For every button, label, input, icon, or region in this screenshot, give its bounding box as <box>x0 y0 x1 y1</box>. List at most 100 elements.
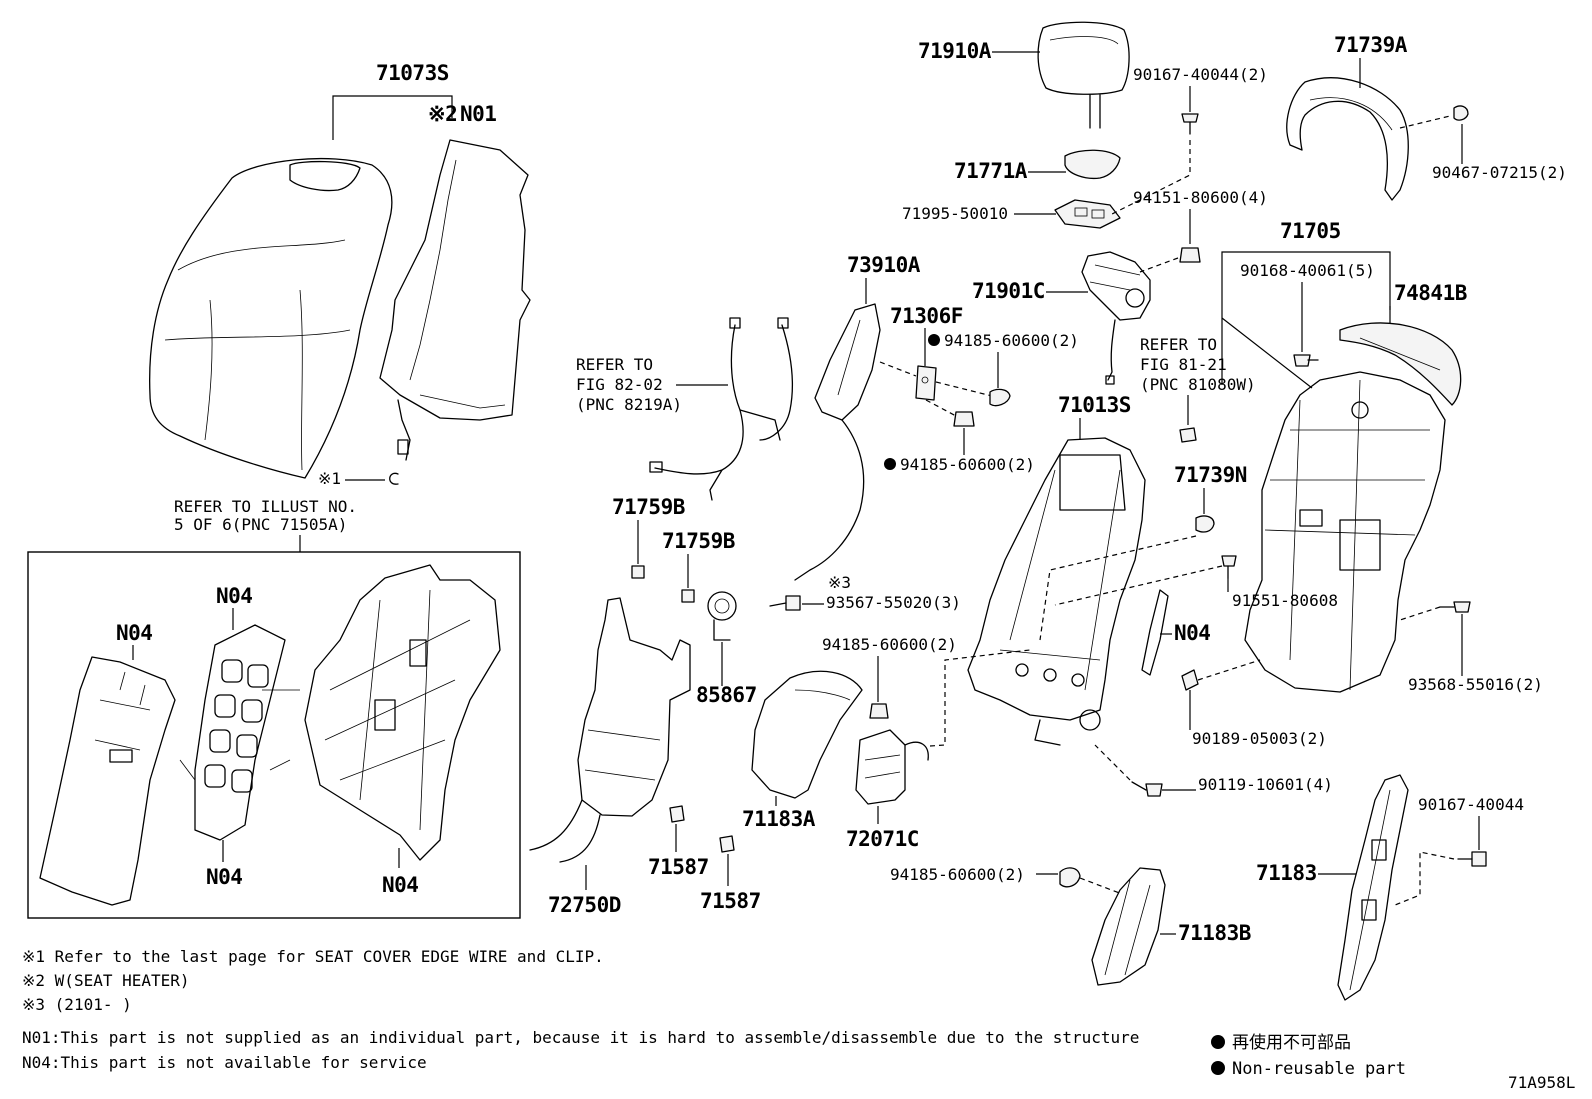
seat-back-board-71705[interactable] <box>1244 371 1446 693</box>
nut-94151[interactable] <box>1179 247 1201 263</box>
label-71910a: 71910A <box>918 39 992 63</box>
label-71183a: 71183A <box>742 807 816 831</box>
label-73910a: 73910A <box>847 253 921 277</box>
bolt-90167-b[interactable] <box>1457 851 1487 867</box>
screw-93567[interactable] <box>769 595 801 611</box>
label-85867: 85867 <box>696 683 757 707</box>
nonreusable-dot-b <box>884 458 896 470</box>
label-94185-d: 94185-60600(2) <box>890 865 1025 884</box>
label-mark3: ※3 <box>828 573 851 592</box>
label-74841b: 74841B <box>1394 281 1467 305</box>
bracket-71306f[interactable] <box>915 365 937 401</box>
label-93568: 93568-55016(2) <box>1408 675 1543 694</box>
pad-71759b-a[interactable] <box>631 565 645 579</box>
label-71705: 71705 <box>1280 219 1341 243</box>
clip-90189[interactable] <box>1181 669 1199 691</box>
pad-71587-a[interactable] <box>669 805 685 823</box>
wire-harness-8219a[interactable] <box>649 317 794 501</box>
nut-94185-c[interactable] <box>869 703 889 719</box>
refer-fig81-line2: FIG 81-21 <box>1140 355 1227 374</box>
legend-jp: 再使用不可部品 <box>1232 1032 1351 1053</box>
label-94185-b: 94185-60600(2) <box>900 455 1035 474</box>
inset-box <box>27 551 521 919</box>
note-n01: N01:This part is not supplied as an indi… <box>22 1028 1139 1047</box>
refer-fig81-line3: (PNC 81080W) <box>1140 375 1256 394</box>
leader-71073s <box>332 95 453 140</box>
label-n04-a: N04 <box>116 621 152 645</box>
refer-illust-line2: 5 OF 6(PNC 71505A) <box>174 515 347 534</box>
airbag-module-72071c[interactable] <box>855 729 929 805</box>
bolt-93568[interactable] <box>1439 601 1471 613</box>
label-90167-b: 90167-40044 <box>1418 795 1524 814</box>
seat-back-cover-71073s[interactable] <box>149 157 393 479</box>
bolt-90167-a[interactable] <box>1181 113 1199 135</box>
pad-71759b-b[interactable] <box>681 589 695 603</box>
nonreusable-dot-a <box>928 334 940 346</box>
inset-back-board-n04[interactable] <box>304 564 501 861</box>
lumbar-support-72750d[interactable] <box>529 597 691 863</box>
side-garnish-71183[interactable] <box>1337 774 1409 1001</box>
label-94185-c: 94185-60600(2) <box>822 635 957 654</box>
bolt-91551[interactable] <box>1221 555 1237 579</box>
label-71073s: 71073S <box>376 61 449 85</box>
label-71901c: 71901C <box>972 279 1045 303</box>
screw-90168[interactable] <box>1293 354 1319 367</box>
label-90467: 90467-07215(2) <box>1432 163 1567 182</box>
label-94151: 94151-80600(4) <box>1133 188 1268 207</box>
label-71995: 71995-50010 <box>902 204 1008 223</box>
nut-94185-a[interactable] <box>989 388 1011 407</box>
seat-back-frame-71013s[interactable] <box>967 437 1146 746</box>
headrest-71910a[interactable] <box>1037 21 1130 129</box>
label-71739a: 71739A <box>1334 33 1408 57</box>
inset-spring-mat-n04[interactable] <box>179 624 300 841</box>
clip-71739n[interactable] <box>1195 515 1215 533</box>
side-airbag-cover-71183a[interactable] <box>751 670 863 799</box>
connector-81080w[interactable] <box>1179 427 1197 443</box>
note-2: ※2 W(SEAT HEATER) <box>22 971 190 990</box>
wire-n04[interactable] <box>1141 589 1169 676</box>
refer-fig82-line1: REFER TO <box>576 355 653 374</box>
label-71013s: 71013S <box>1058 393 1131 417</box>
label-n04-e: N04 <box>1174 621 1210 645</box>
label-n01-mark: ※2 <box>428 102 457 126</box>
label-71759b-b: 71759B <box>662 529 735 553</box>
clip-90467[interactable] <box>1453 105 1469 121</box>
nut-94185-b[interactable] <box>953 411 975 427</box>
seat-heater-pad-n01[interactable] <box>379 139 531 461</box>
label-n01: N01 <box>460 102 496 126</box>
refer-fig82-line3: (PNC 8219A) <box>576 395 682 414</box>
label-90189: 90189-05003(2) <box>1192 729 1327 748</box>
side-cover-73910a[interactable] <box>794 303 881 581</box>
headrest-support-71995[interactable] <box>1054 199 1121 229</box>
label-clip-mark: ※1 <box>318 469 341 488</box>
label-71739n: 71739N <box>1174 463 1247 487</box>
note-1: ※1 Refer to the last page for SEAT COVER… <box>22 947 604 966</box>
speaker-85867[interactable] <box>707 591 737 641</box>
label-71183b: 71183B <box>1178 921 1251 945</box>
label-n04-d: N04 <box>382 873 418 897</box>
label-72071c: 72071C <box>846 827 919 851</box>
legend-dot-en <box>1211 1061 1225 1075</box>
label-n04-b: N04 <box>216 584 252 608</box>
clip-icon <box>389 472 399 485</box>
label-93567: 93567-55020(3) <box>826 593 961 612</box>
inset-panel-n04-left[interactable] <box>39 656 176 906</box>
label-71587-b: 71587 <box>700 889 761 913</box>
note-3: ※3 (2101- ) <box>22 995 132 1014</box>
nut-94185-d[interactable] <box>1059 867 1081 888</box>
bolt-90119[interactable] <box>1131 781 1163 797</box>
garnish-71739a[interactable] <box>1286 77 1409 201</box>
legend-dot-jp <box>1211 1035 1225 1049</box>
note-n04: N04:This part is not available for servi… <box>22 1053 427 1072</box>
garnish-74841b[interactable] <box>1339 322 1462 406</box>
headrest-cap-71771a[interactable] <box>1064 149 1121 180</box>
label-71306f: 71306F <box>890 304 963 328</box>
side-garnish-71183b[interactable] <box>1091 867 1166 986</box>
label-71771a: 71771A <box>954 159 1028 183</box>
label-71183: 71183 <box>1256 861 1317 885</box>
headrest-support-71901c[interactable] <box>1081 251 1151 385</box>
label-90119: 90119-10601(4) <box>1198 775 1333 794</box>
pad-71587-b[interactable] <box>719 835 735 853</box>
label-91551: 91551-80608 <box>1232 591 1338 610</box>
